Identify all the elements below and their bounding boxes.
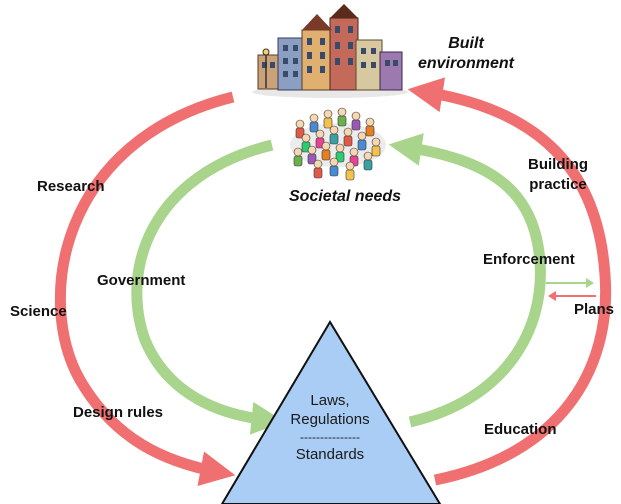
building-practice-line2: practice bbox=[529, 176, 587, 193]
built-environment-line2: environment bbox=[417, 55, 514, 72]
person-figure bbox=[349, 147, 359, 167]
enforcement-arrow bbox=[546, 278, 594, 288]
person-figure bbox=[363, 151, 373, 171]
triangle-line-standards: Standards bbox=[295, 446, 365, 463]
plans-label: Plans bbox=[574, 301, 615, 318]
person-figure bbox=[307, 145, 317, 165]
triangle-text: Laws, Regulations --------------- Standa… bbox=[260, 391, 400, 464]
person-figure bbox=[345, 161, 355, 181]
person-figure bbox=[329, 125, 339, 145]
triangle-line-regulations: Regulations bbox=[290, 411, 370, 428]
person-figure bbox=[343, 127, 353, 147]
built-environment-label: Built environment bbox=[416, 34, 516, 74]
person-figure bbox=[313, 159, 323, 179]
education-label: Education bbox=[484, 421, 557, 438]
person-figure bbox=[335, 143, 345, 163]
person-figure bbox=[301, 133, 311, 153]
city-buildings-icon bbox=[252, 4, 408, 98]
triangle-line-laws: Laws, bbox=[310, 392, 350, 409]
research-label: Research bbox=[37, 178, 105, 195]
outer-cycle-left-arc bbox=[54, 91, 236, 487]
built-environment-line1: Built bbox=[448, 35, 484, 52]
outer-cycle-right-arc bbox=[407, 77, 612, 486]
societal-needs-label: Societal needs bbox=[289, 188, 402, 205]
building-practice-line1: Building bbox=[528, 156, 588, 173]
person-figure bbox=[337, 107, 347, 127]
science-label: Science bbox=[10, 303, 67, 320]
inner-cycle-left-arc bbox=[131, 139, 285, 435]
person-figure bbox=[365, 117, 375, 137]
person-figure bbox=[371, 137, 381, 157]
person-figure bbox=[293, 147, 303, 167]
enforcement-label: Enforcement bbox=[483, 251, 575, 268]
laws-triangle bbox=[220, 320, 442, 504]
government-label: Government bbox=[97, 272, 186, 289]
person-figure bbox=[329, 157, 339, 177]
design-rules-label: Design rules bbox=[73, 404, 164, 421]
inner-cycle-right-arc bbox=[388, 133, 546, 428]
person-figure bbox=[309, 113, 319, 133]
person-figure bbox=[323, 109, 333, 129]
triangle-separator: --------------- bbox=[300, 430, 360, 444]
person-figure bbox=[295, 119, 305, 139]
person-figure bbox=[321, 141, 331, 161]
person-figure bbox=[351, 111, 361, 131]
building-practice-label: Building practice bbox=[516, 155, 600, 195]
plans-arrow bbox=[548, 291, 596, 301]
person-figure bbox=[357, 131, 367, 151]
